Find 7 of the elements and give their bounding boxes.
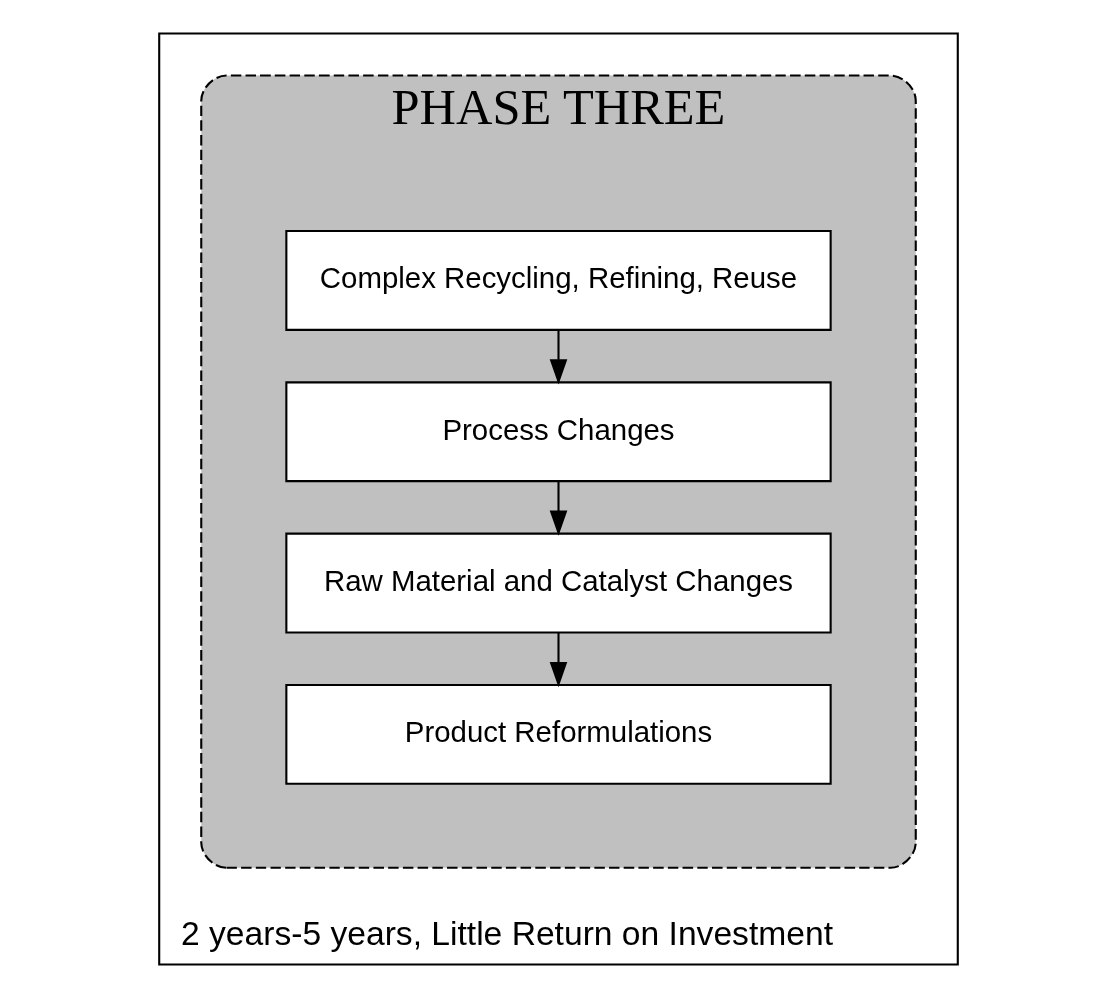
arrow xyxy=(549,481,568,536)
node-box: Raw Material and Catalyst Changes xyxy=(285,532,832,634)
arrow xyxy=(549,632,568,688)
node-box: Complex Recycling, Refining, Reuse xyxy=(285,230,832,331)
arrow xyxy=(549,329,568,385)
node-box: Product Reformulations xyxy=(285,683,832,785)
node-box: Process Changes xyxy=(285,381,832,483)
